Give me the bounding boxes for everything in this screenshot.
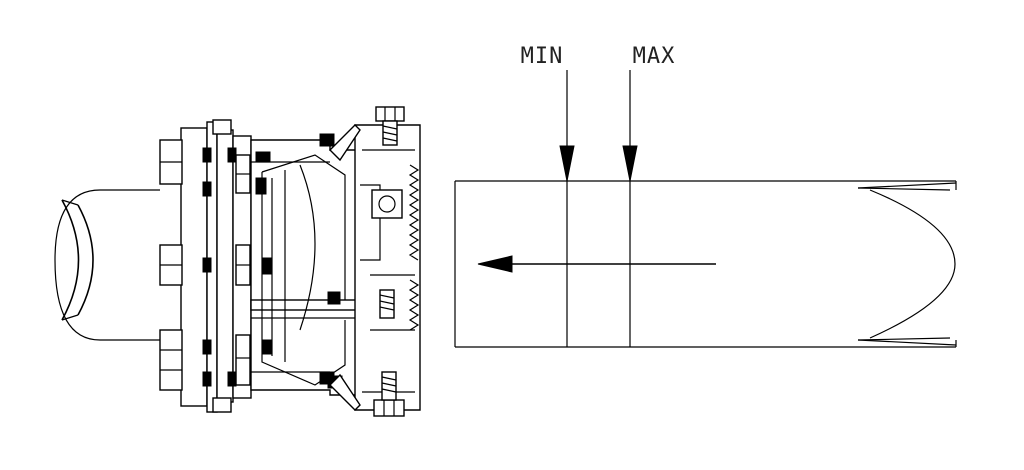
min-marker: MIN bbox=[521, 44, 575, 347]
inserted-pipe bbox=[454, 180, 957, 348]
insertion-direction-arrow bbox=[477, 255, 716, 273]
flange-assembly bbox=[159, 119, 252, 413]
min-arrowhead bbox=[559, 145, 575, 182]
min-label: MIN bbox=[521, 44, 564, 69]
max-label: MAX bbox=[633, 44, 676, 69]
max-marker: MAX bbox=[622, 44, 676, 347]
max-arrowhead bbox=[622, 145, 638, 182]
left-pipe bbox=[54, 189, 160, 341]
coupling-body bbox=[250, 106, 421, 417]
